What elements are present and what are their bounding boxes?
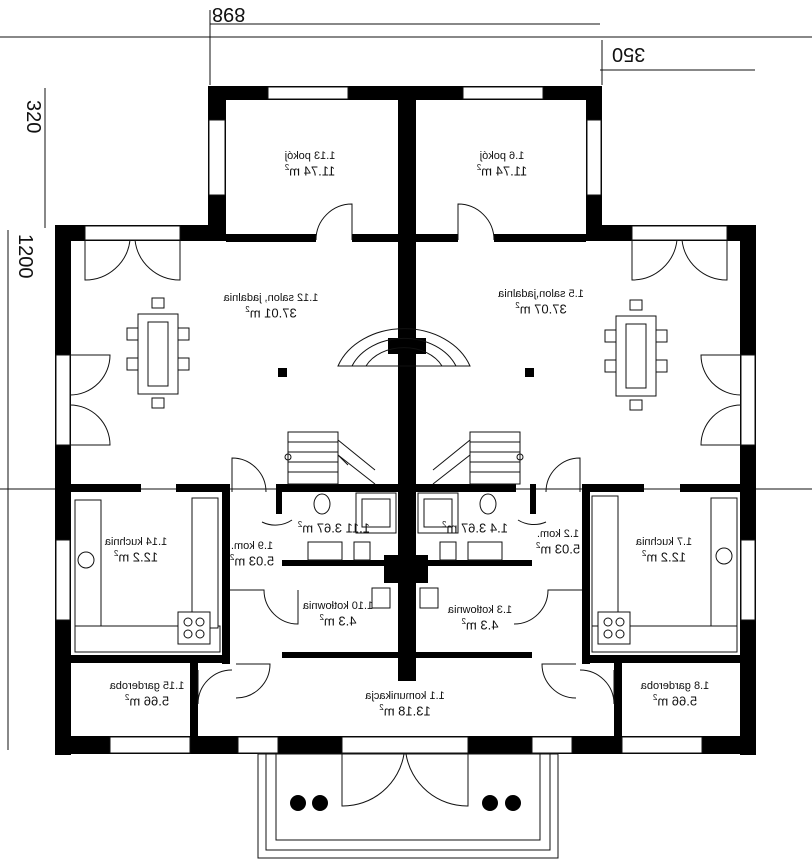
- room-1-8: 1.8 garderoba 5.66 m2: [640, 680, 710, 708]
- dining-furniture: [126, 297, 668, 411]
- windows: [55, 86, 756, 754]
- dimension-right-offset: 350: [612, 43, 646, 65]
- room-1-4: 1.4 3.67 m2: [442, 520, 508, 536]
- room-1-14: 1.14 kuchnia 12.2 m2: [104, 536, 168, 564]
- entrance-terrace: [257, 753, 559, 859]
- room-1-11: 1.11 3.67 m2: [297, 520, 370, 536]
- door-swings: [69, 203, 742, 807]
- room-1-1: 1.1 komunikacja 13.18 m2: [365, 690, 445, 718]
- room-1-10: 1.10 kotłownia 4.3 m2: [302, 600, 374, 628]
- dimension-side-height: 1200: [14, 234, 36, 279]
- kitchen-counters: [74, 495, 738, 653]
- room-1-15: 1.15 garderoba 5.66 m2: [109, 680, 185, 708]
- dimension-lines: [0, 10, 812, 750]
- room-1-9: 1.9 kom. 5.03 m2: [229, 540, 275, 568]
- stairs: [284, 431, 524, 485]
- dimension-top-width: 898: [212, 3, 246, 25]
- room-1-12: 1.12 salon, jadalnia 37.01 m2: [223, 292, 319, 320]
- room-1-6: 1.6 pokój 11.74 m2: [476, 150, 528, 178]
- entrance-plants: [290, 795, 521, 811]
- exterior-walls: [55, 86, 756, 755]
- room-1-7: 1.7 kuchnia 12.2 m2: [635, 536, 693, 564]
- room-1-5: 1.5 salon,jadalnia 37.07 m2: [498, 288, 584, 316]
- interior-walls: [71, 234, 740, 737]
- room-1-3: 1.3 kotłownia 4.3 m2: [447, 604, 513, 632]
- central-landing: [337, 328, 471, 367]
- room-1-13: 1.13 pokój 11.74 m2: [284, 150, 336, 178]
- bathroom-fixtures: [307, 492, 503, 609]
- dimension-side-offset: 320: [22, 100, 44, 134]
- room-1-2: 1.2 kom. 5.03 m2: [535, 528, 581, 556]
